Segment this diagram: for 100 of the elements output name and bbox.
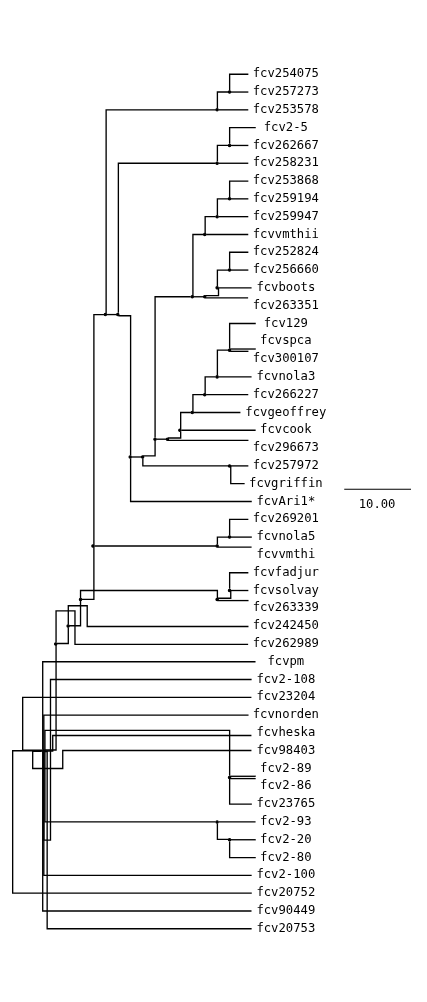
node-point <box>202 392 207 396</box>
node-point <box>66 623 70 628</box>
node-text: fcvspca <box>260 332 312 347</box>
connector <box>216 822 229 840</box>
connector <box>230 90 249 93</box>
node-point <box>202 232 207 236</box>
node-text: fcv2-86 <box>260 777 312 792</box>
node-text: fcv2-89 <box>260 760 312 775</box>
node-point <box>215 543 219 548</box>
connector <box>228 322 257 349</box>
node-point <box>215 597 219 601</box>
node-point <box>190 410 195 414</box>
connector <box>180 429 257 431</box>
node-text: fcv20752 <box>256 884 316 899</box>
node-text: fcvgeoffrey <box>245 404 327 419</box>
connector <box>218 286 253 289</box>
node-text: fcv20753 <box>256 920 316 935</box>
connector <box>192 393 204 412</box>
node-text: fcvboots <box>256 279 316 294</box>
node-point <box>116 312 120 316</box>
node-point <box>78 597 83 601</box>
connector <box>192 411 242 413</box>
node-point <box>215 107 219 112</box>
connector <box>228 518 249 536</box>
node-text: fcvgriffin <box>249 475 323 490</box>
node-text: fcv256660 <box>252 261 319 276</box>
node-text: fcvvmthi <box>256 546 316 561</box>
node-point <box>227 775 232 779</box>
node-point <box>227 463 232 468</box>
node-text: fcv129 <box>263 315 308 330</box>
node-text: fcv2-80 <box>260 849 312 864</box>
connector <box>230 464 249 467</box>
node-point <box>227 267 232 272</box>
node-text: fcv2-108 <box>256 671 316 686</box>
connector <box>230 197 249 200</box>
node-text: fcv262667 <box>252 137 319 152</box>
node-point <box>215 214 219 218</box>
node-text: fcv257273 <box>252 83 319 98</box>
node-point <box>41 748 46 752</box>
node-text: fcv2-20 <box>260 831 312 846</box>
node-text: fcv253868 <box>252 172 319 187</box>
node-point <box>215 285 219 290</box>
node-point <box>128 454 132 459</box>
connector <box>216 546 253 548</box>
connector <box>228 73 249 91</box>
node-text: fcvsolvay <box>252 582 319 597</box>
connector <box>229 350 250 352</box>
node-point <box>91 543 95 548</box>
connector <box>142 457 229 467</box>
node-point <box>227 196 232 201</box>
connector <box>230 838 257 840</box>
node-point <box>202 294 207 299</box>
node-text: fcv252824 <box>252 243 319 258</box>
node-text: fcv300107 <box>252 350 319 365</box>
node-text: fcv2-5 <box>263 119 308 134</box>
node-text: fcv258231 <box>252 154 319 169</box>
node-text: fcvnorden <box>252 706 319 721</box>
node-text: fcvpm <box>267 653 305 668</box>
node-text: fcvcook <box>260 421 312 436</box>
connector <box>228 840 257 858</box>
node-text: fcvfadjur <box>252 564 319 579</box>
node-point <box>215 374 219 379</box>
node-text: fcvnola3 <box>256 368 316 383</box>
node-text: fcv98403 <box>256 742 316 757</box>
connector <box>56 626 69 644</box>
connector <box>216 535 229 545</box>
node-text: fcv269201 <box>252 510 319 525</box>
node-text: fcv266227 <box>252 386 319 401</box>
node-text: fcv263339 <box>252 599 319 614</box>
label: 10.00 <box>358 496 396 511</box>
connector <box>218 162 249 164</box>
node-text: fcv259194 <box>252 190 319 205</box>
node-point <box>227 89 232 94</box>
connector <box>228 179 249 198</box>
connector <box>205 233 249 235</box>
node-text: fcv257972 <box>252 457 319 472</box>
node-point <box>227 143 232 147</box>
node-point <box>165 436 170 441</box>
node-text: fcv90449 <box>256 902 316 917</box>
connector <box>142 439 156 456</box>
connector <box>44 749 217 823</box>
node-point <box>153 436 157 441</box>
connector <box>230 535 253 538</box>
connector <box>180 411 192 430</box>
connector <box>204 215 217 234</box>
node-text: fcv242450 <box>252 617 319 632</box>
connector <box>204 286 220 296</box>
connector <box>216 197 229 216</box>
node-text: fcvnola5 <box>256 528 316 543</box>
connector <box>230 464 246 484</box>
connector <box>205 393 249 395</box>
node-point <box>140 454 145 459</box>
node-text: fcvAri1* <box>256 493 316 508</box>
node-point <box>215 161 219 165</box>
connector <box>216 144 229 162</box>
node-text: fcv2-100 <box>256 866 316 881</box>
connector <box>216 90 229 109</box>
node-point <box>178 428 182 432</box>
node-point <box>227 347 232 352</box>
node-text: fcv263351 <box>252 297 319 312</box>
